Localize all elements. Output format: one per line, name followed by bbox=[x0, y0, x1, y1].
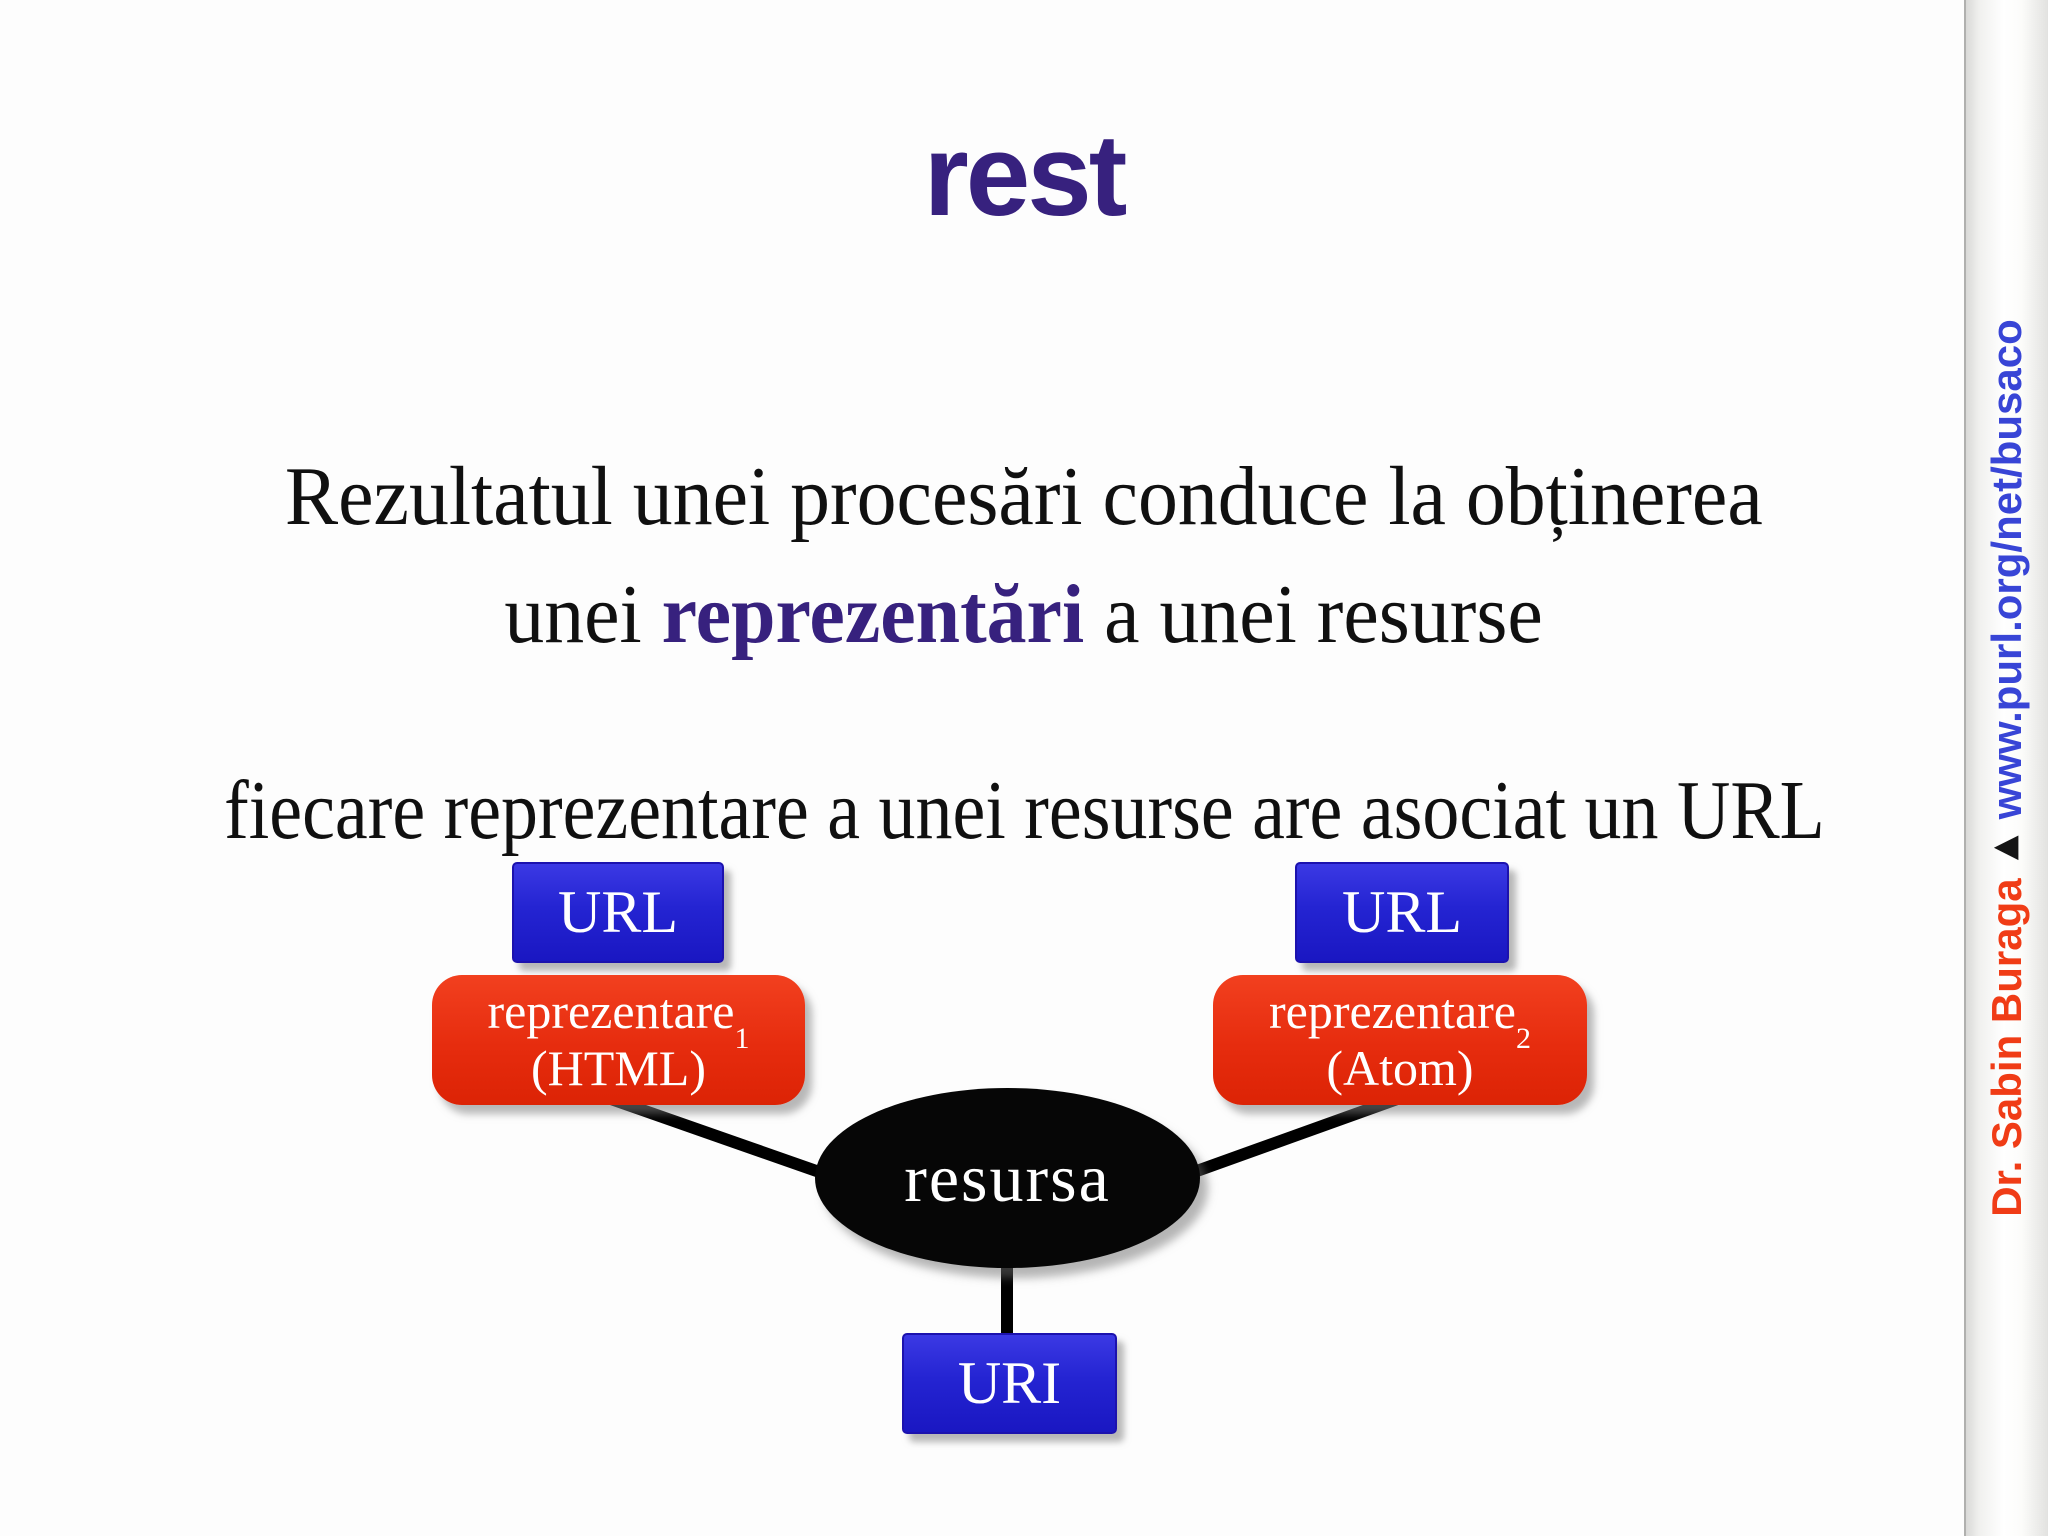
bold-keyword: reprezentări bbox=[662, 567, 1085, 661]
paragraph-line-2-pre: unei bbox=[504, 567, 663, 661]
representation-name-2: reprezentare2 bbox=[1269, 982, 1531, 1054]
resource-ellipse: resursa bbox=[815, 1088, 1200, 1268]
author-name: Dr. Sabin Buraga bbox=[1983, 878, 2030, 1217]
representation-name-1-text: reprezentare bbox=[487, 982, 735, 1039]
representation-box-atom: reprezentare2 (Atom) bbox=[1213, 975, 1587, 1105]
resource-label: resursa bbox=[904, 1139, 1111, 1216]
paragraph-line-1-text: Rezultatul unei procesări conduce la obț… bbox=[285, 450, 1763, 543]
url-label-right: URL bbox=[1342, 879, 1462, 945]
representation-subscript-2: 2 bbox=[1516, 1021, 1531, 1055]
url-box-left: URL bbox=[512, 862, 724, 963]
uri-box: URI bbox=[902, 1333, 1117, 1434]
subheading-text: fiecare reprezentare a unei resurse are … bbox=[223, 764, 1825, 857]
paragraph-line-2-post: a unei resurse bbox=[1084, 567, 1544, 661]
representation-name-1: reprezentare1 bbox=[487, 982, 750, 1054]
url-box-right: URL bbox=[1295, 862, 1509, 963]
subheading: fiecare reprezentare a unei resurse are … bbox=[0, 752, 2048, 870]
representation-name-2-text: reprezentare bbox=[1269, 982, 1516, 1039]
representation-format-html: (HTML) bbox=[531, 1040, 706, 1096]
sidebar-vertical-text: Dr. Sabin Buraga ▶ www.purl.org/net/busaco bbox=[1983, 319, 2030, 1217]
sidebar: Dr. Sabin Buraga ▶ www.purl.org/net/busaco bbox=[1964, 0, 2048, 1536]
representation-subscript-1: 1 bbox=[734, 1021, 750, 1055]
site-url: www.purl.org/net/busaco bbox=[1983, 319, 2030, 820]
url-label-left: URL bbox=[558, 879, 678, 945]
paragraph-line-1: Rezultatul unei procesări conduce la obț… bbox=[285, 438, 1763, 556]
paragraph-line-2: unei reprezentări a unei resurse bbox=[505, 556, 1543, 674]
representation-format-atom: (Atom) bbox=[1326, 1040, 1474, 1096]
body-paragraph: Rezultatul unei procesări conduce la obț… bbox=[0, 438, 2048, 673]
uri-label: URI bbox=[957, 1350, 1062, 1416]
representation-box-html: reprezentare1 (HTML) bbox=[432, 975, 805, 1105]
triangle-separator-icon: ▶ bbox=[1990, 831, 2023, 867]
slide-title: rest bbox=[923, 110, 1128, 240]
